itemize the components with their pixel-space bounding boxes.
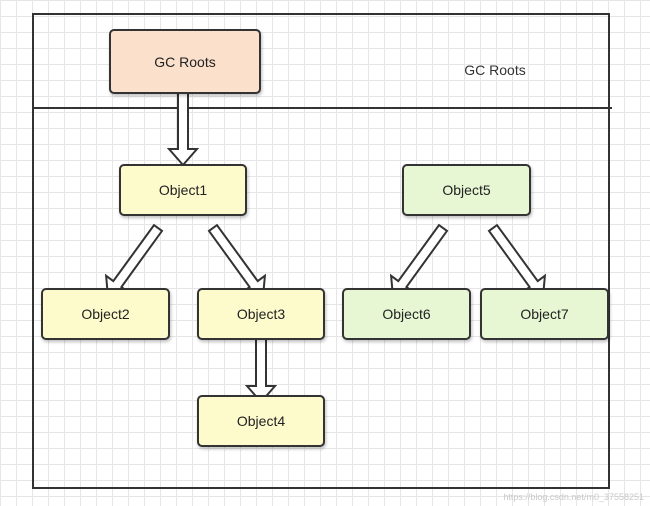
object5-label: Object5: [442, 182, 491, 198]
heap-frame: [32, 13, 610, 489]
arrow-object1-object3: [207, 223, 267, 299]
object6-label: Object6: [382, 306, 431, 322]
object4-node: Object4: [197, 395, 325, 447]
object1-label: Object1: [158, 182, 208, 198]
object3-label: Object3: [236, 306, 286, 322]
arrow-object1-object2: [104, 223, 164, 299]
watermark: https://blog.csdn.net/m0_37558251: [503, 492, 644, 502]
arrow-object5-object6: [389, 223, 449, 299]
object4-label: Object4: [236, 413, 286, 429]
region-label: GC Roots: [464, 62, 526, 78]
object2-label: Object2: [81, 306, 130, 322]
arrow-object3-object4: [244, 331, 278, 404]
object7-label: Object7: [520, 306, 569, 322]
object7-node: Object7: [480, 288, 609, 340]
gc-roots-node: GC Roots: [109, 29, 261, 94]
arrow-gcroots-object1: [166, 81, 200, 167]
object2-node: Object2: [41, 288, 170, 340]
object6-node: Object6: [342, 288, 471, 340]
roots-divider: [32, 107, 612, 109]
arrow-object5-object7: [487, 223, 547, 299]
object1-node: Object1: [119, 164, 247, 216]
object3-node: Object3: [197, 288, 325, 340]
object5-node: Object5: [402, 164, 531, 216]
gc-roots-label: GC Roots: [154, 53, 216, 70]
